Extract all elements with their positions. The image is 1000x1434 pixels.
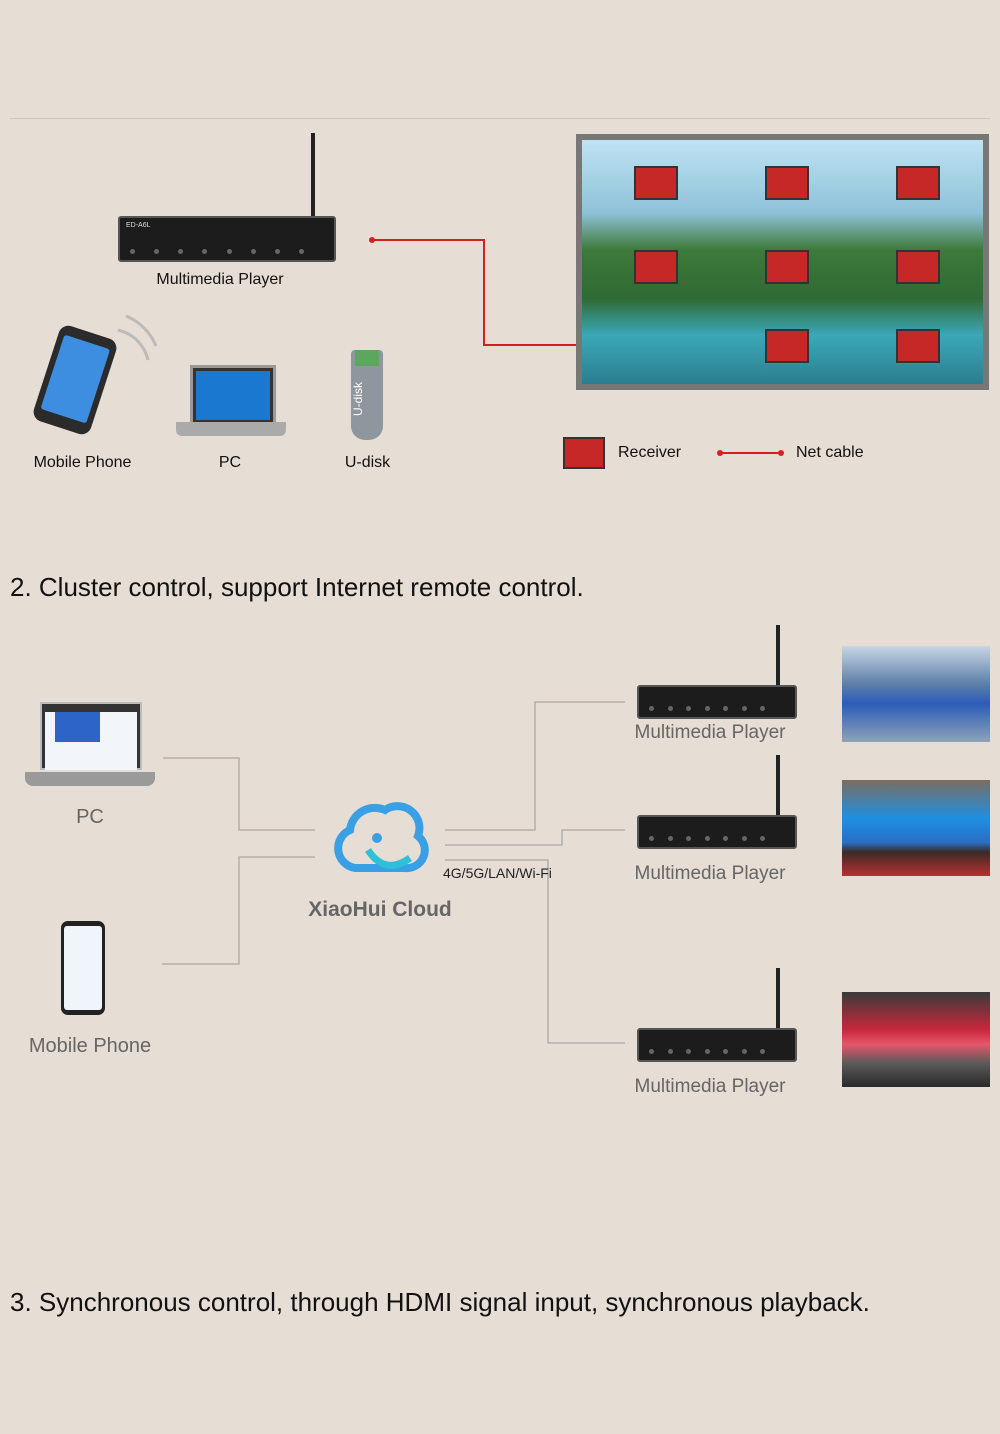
receiver-card (896, 329, 940, 363)
laptop-icon (190, 365, 276, 426)
device-label-udisk: U-disk (344, 454, 391, 471)
receiver-card (765, 329, 809, 363)
pc-base (25, 772, 155, 786)
section-3-heading: 3. Synchronous control, through HDMI sig… (10, 1287, 870, 1317)
device-label-pc: PC (218, 454, 242, 471)
receiver-card (765, 166, 809, 200)
receiver-card (896, 250, 940, 284)
network-label: 4G/5G/LAN/Wi-Fi (443, 865, 552, 881)
pc-icon (40, 702, 142, 770)
source-label-pc: PC (76, 806, 104, 828)
billboard-photo (842, 780, 990, 876)
antenna-icon (311, 133, 315, 218)
billboard-photo (842, 646, 990, 742)
antenna-icon (776, 625, 780, 687)
player-label: Multimedia Player (156, 271, 284, 288)
player-box (637, 685, 797, 719)
source-label-mobile: Mobile Phone (28, 1035, 152, 1057)
receiver-card (896, 166, 940, 200)
player-label: Multimedia Player (634, 1076, 786, 1097)
legend-net-cable-label: Net cable (796, 444, 864, 461)
section-2-heading: 2. Cluster control, support Internet rem… (10, 572, 584, 602)
legend-net-cable-icon (717, 450, 784, 456)
player-label: Multimedia Player (634, 863, 786, 884)
player-box: ED-A6L (118, 216, 336, 262)
antenna-icon (776, 968, 780, 1030)
legend-receiver-icon (563, 437, 605, 469)
connection-lines (162, 701, 625, 1044)
u-disk-text: U-disk (351, 382, 365, 417)
antenna-icon (776, 755, 780, 817)
player-label: Multimedia Player (634, 722, 786, 743)
mobile-phone-icon (61, 921, 105, 1015)
receiver-card (634, 166, 678, 200)
cloud-label: XiaoHui Cloud (308, 898, 452, 921)
legend-receiver-label: Receiver (618, 444, 682, 461)
device-logo: ED-A6L (126, 222, 151, 229)
divider (10, 118, 990, 119)
billboard-photo (842, 992, 990, 1087)
receiver-card (634, 250, 678, 284)
device-label-mobile: Mobile Phone (33, 454, 132, 471)
receiver-card (765, 250, 809, 284)
player-box (637, 815, 797, 849)
laptop-base (176, 422, 286, 436)
cloud-logo-icon (334, 802, 429, 873)
player-box (637, 1028, 797, 1062)
u-disk-icon: U-disk (351, 350, 383, 440)
